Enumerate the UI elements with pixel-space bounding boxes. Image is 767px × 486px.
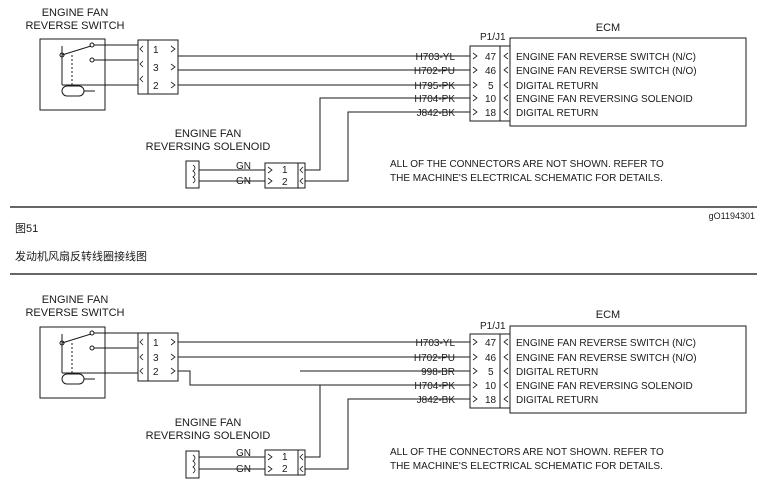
switch-pin-1: 1 [153,45,159,56]
switch-label-line1: ENGINE FAN [42,7,109,19]
svg-text:10: 10 [485,381,497,392]
svg-text:H702-PU: H702-PU [414,66,455,77]
solenoid-wire-2: GN [236,464,251,475]
svg-text:J842-BK: J842-BK [417,108,456,119]
svg-text:47: 47 [485,338,497,349]
switch-pin-3: 3 [153,63,159,74]
solenoid-symbol [185,160,265,189]
solenoid-pin-2: 2 [282,177,288,188]
ecm-box [509,37,747,127]
svg-text:46: 46 [485,66,497,77]
switch-pin-2: 2 [153,81,159,92]
svg-text:47: 47 [485,52,497,63]
svg-text:5: 5 [488,367,494,378]
note-line1: ALL OF THE CONNECTORS ARE NOT SHOWN. REF… [390,447,664,458]
reverse-switch-symbol [39,38,138,111]
solenoid-wire-2: GN [236,176,251,187]
svg-text:H704-PK: H704-PK [414,94,455,105]
ecm-pin-numbers: 47 46 5 10 18 [485,338,497,406]
svg-text:ENGINE FAN REVERSE SWITCH (N/C: ENGINE FAN REVERSE SWITCH (N/C) [516,338,696,349]
p1j1-connector [469,45,511,122]
svg-text:DIGITAL RETURN: DIGITAL RETURN [516,367,598,378]
solenoid-label-line2: REVERSING SOLENOID [146,141,271,153]
diagram-bottom: ENGINE FAN REVERSE SWITCH 1 3 2 [25,294,747,479]
note-line2: THE MACHINE'S ELECTRICAL SCHEMATIC FOR D… [390,461,663,472]
ecm-box [509,325,747,414]
p1j1-connector [469,333,511,409]
switch-pin-3: 3 [153,353,159,364]
figure-code: gO1194301 [708,211,755,221]
solenoid-label-line1: ENGINE FAN [175,417,242,429]
svg-text:J842-BK: J842-BK [417,395,456,406]
switch-pin-1: 1 [153,338,159,349]
reverse-switch-symbol [39,326,138,399]
connector-label: P1/J1 [480,321,506,332]
svg-text:ENGINE FAN REVERSING SOLENOID: ENGINE FAN REVERSING SOLENOID [516,381,693,392]
svg-text:5: 5 [488,81,494,92]
ecm-functions: ENGINE FAN REVERSE SWITCH (N/C) ENGINE F… [516,338,697,406]
connector-label: P1/J1 [480,32,506,43]
solenoid-wire-1: GN [236,161,251,172]
figure-caption: 发动机风扇反转线圈接线图 [15,251,147,263]
svg-text:H704-PK: H704-PK [414,381,455,392]
svg-text:H703-YL: H703-YL [416,52,456,63]
solenoid-label-line2: REVERSING SOLENOID [146,430,271,442]
solenoid-pin-1: 1 [282,165,288,176]
ecm-pin-numbers: 47 46 5 10 18 [485,52,497,119]
svg-text:H795-PK: H795-PK [414,81,455,92]
svg-text:DIGITAL RETURN: DIGITAL RETURN [516,81,598,92]
solenoid-pin-2: 2 [282,464,288,475]
switch-connector: 1 3 2 [137,39,179,95]
solenoid-symbol [185,450,265,479]
svg-text:H703-YL: H703-YL [416,338,456,349]
ecm-label: ECM [596,22,620,34]
ecm-label: ECM [596,309,620,321]
solenoid-wire-1: GN [236,448,251,459]
solenoid-connector: 1 2 [264,162,306,189]
svg-text:46: 46 [485,353,497,364]
note-line1: ALL OF THE CONNECTORS ARE NOT SHOWN. REF… [390,159,664,170]
svg-text:ENGINE FAN REVERSE SWITCH (N/O: ENGINE FAN REVERSE SWITCH (N/O) [516,353,697,364]
svg-text:ENGINE FAN REVERSING SOLENOID: ENGINE FAN REVERSING SOLENOID [516,94,693,105]
figure-number: 图51 [15,223,39,235]
svg-text:18: 18 [485,108,497,119]
ecm-functions: ENGINE FAN REVERSE SWITCH (N/C) ENGINE F… [516,52,697,119]
switch-wires [178,341,470,386]
svg-text:DIGITAL RETURN: DIGITAL RETURN [516,108,598,119]
solenoid-wires [305,385,470,470]
svg-text:ENGINE FAN REVERSE SWITCH (N/C: ENGINE FAN REVERSE SWITCH (N/C) [516,52,696,63]
diagram-top: ENGINE FAN REVERSE SWITCH 1 3 2 [25,7,747,189]
switch-pin-2: 2 [153,367,159,378]
note-line2: THE MACHINE'S ELECTRICAL SCHEMATIC FOR D… [390,173,663,184]
svg-text:DIGITAL RETURN: DIGITAL RETURN [516,395,598,406]
solenoid-wires [305,97,470,182]
svg-text:ENGINE FAN REVERSE SWITCH (N/O: ENGINE FAN REVERSE SWITCH (N/O) [516,66,697,77]
solenoid-label-line1: ENGINE FAN [175,128,242,140]
solenoid-connector: 1 2 [264,449,306,476]
ecm-wire-labels: H703-YL H702-PU H795-PK H704-PK J842-BK [414,52,456,119]
ecm-wire-labels: H703-YL H702-PU 998-BR H704-PK J842-BK [414,338,456,406]
switch-label-line2: REVERSE SWITCH [25,307,124,319]
svg-text:998-BR: 998-BR [421,367,455,378]
switch-connector: 1 3 2 [137,332,179,382]
switch-wires [178,55,470,86]
svg-text:H702-PU: H702-PU [414,353,455,364]
switch-label-line1: ENGINE FAN [42,294,109,306]
solenoid-pin-1: 1 [282,452,288,463]
switch-label-line2: REVERSE SWITCH [25,20,124,32]
svg-text:18: 18 [485,395,497,406]
svg-text:10: 10 [485,94,497,105]
